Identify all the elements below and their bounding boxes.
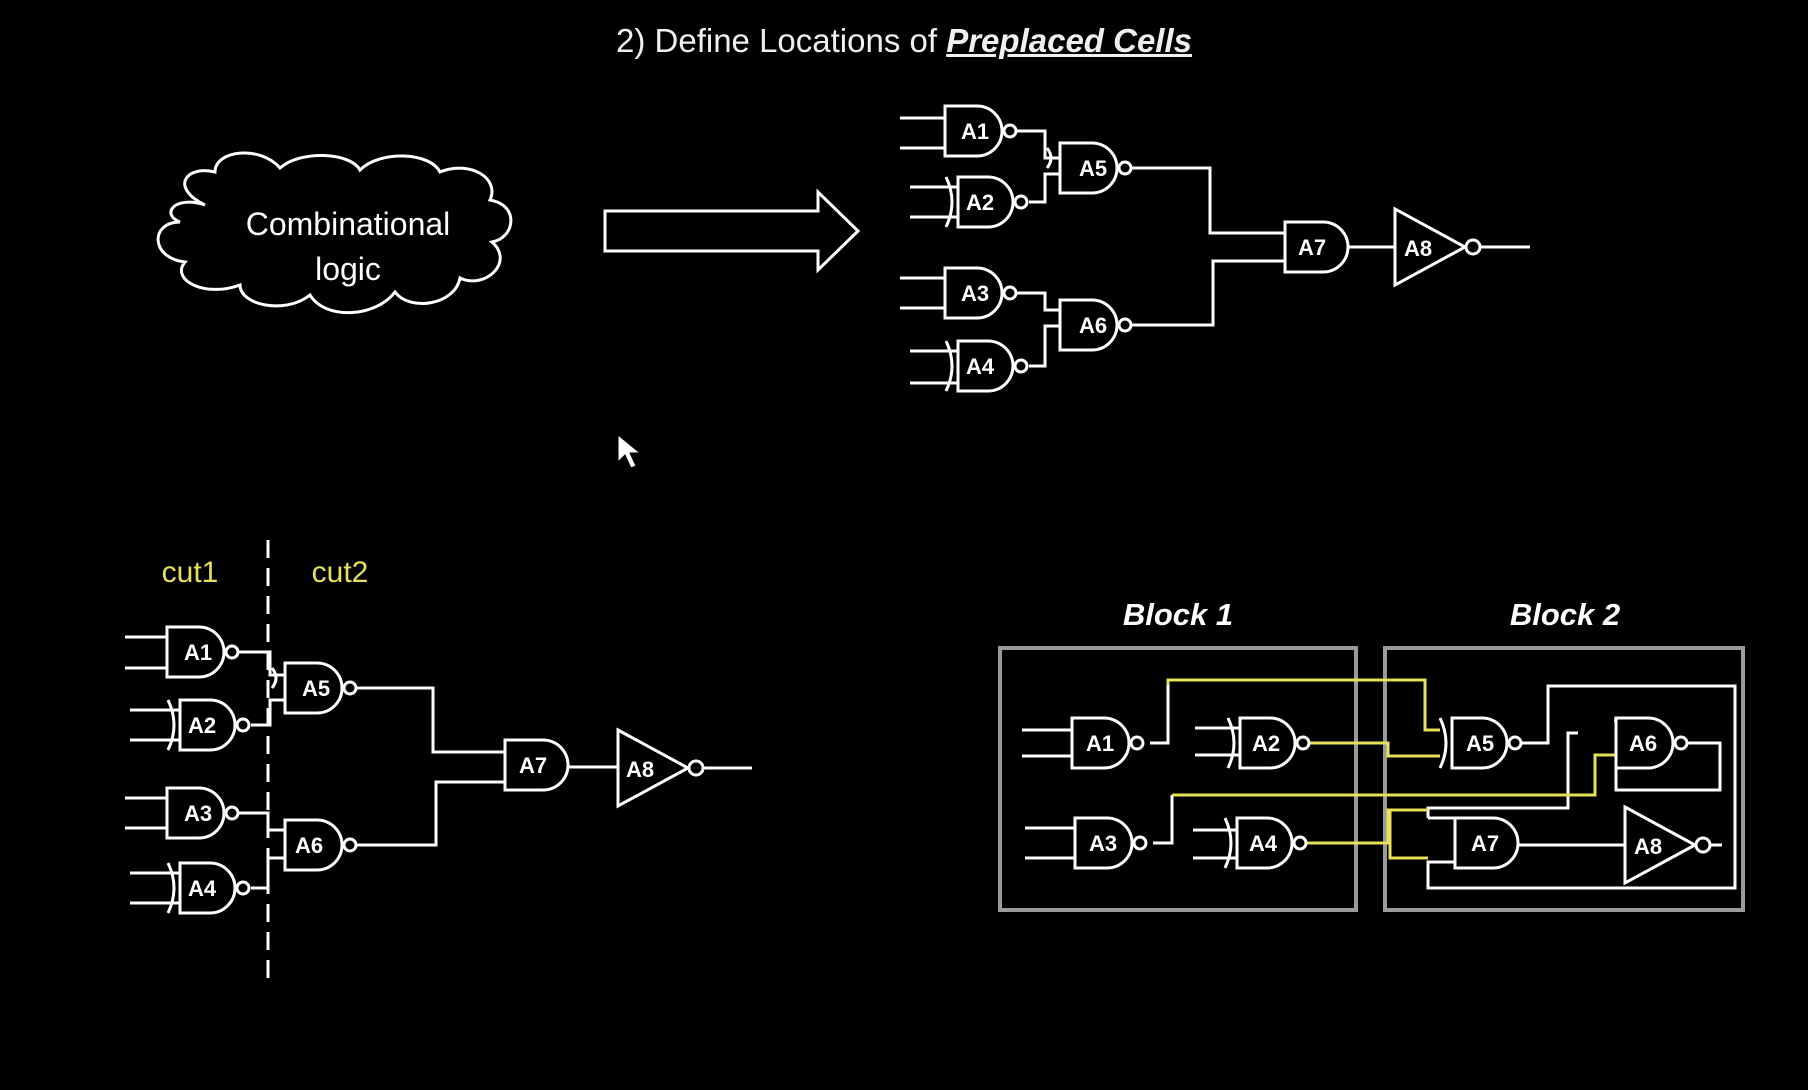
- gate-a3-cut: A3: [165, 786, 240, 840]
- title-emphasis: Preplaced Cells: [946, 22, 1192, 59]
- svg-text:A5: A5: [1466, 731, 1494, 756]
- svg-text:A6: A6: [295, 833, 323, 858]
- gate-a8-cut: A8: [616, 728, 705, 808]
- gate-a1: A1: [943, 104, 1018, 158]
- block-gate-a4: A4: [1223, 816, 1308, 870]
- svg-text:A5: A5: [302, 676, 330, 701]
- svg-text:A8: A8: [626, 757, 654, 782]
- combinational-logic-cloud: Combinational logic: [156, 151, 513, 315]
- block2-box: [1383, 646, 1745, 912]
- svg-text:A4: A4: [1249, 831, 1278, 856]
- svg-text:A6: A6: [1629, 731, 1657, 756]
- svg-text:A7: A7: [519, 753, 547, 778]
- gate-a7: A7: [1283, 220, 1350, 274]
- cut1-label: cut1: [162, 556, 219, 589]
- svg-text:A8: A8: [1404, 236, 1432, 261]
- svg-text:A1: A1: [961, 119, 989, 144]
- title-prefix: 2) Define Locations of: [616, 22, 947, 59]
- svg-text:A1: A1: [184, 640, 212, 665]
- gate-a3: A3: [943, 266, 1018, 320]
- svg-text:A2: A2: [1252, 731, 1280, 756]
- svg-text:A7: A7: [1298, 235, 1326, 260]
- svg-text:A4: A4: [188, 876, 217, 901]
- block-gate-a6: A6: [1614, 716, 1689, 770]
- svg-text:A6: A6: [1079, 313, 1107, 338]
- block-gate-a7: A7: [1453, 816, 1520, 870]
- block2-label: Block 2: [1510, 597, 1620, 632]
- block-gate-a1: A1: [1070, 716, 1145, 770]
- gate-a5-cut: A5: [283, 661, 358, 715]
- block1-label: Block 1: [1123, 597, 1233, 632]
- block-gate-a3: A3: [1073, 816, 1148, 870]
- svg-text:A8: A8: [1634, 834, 1662, 859]
- gate-a6: A6: [1058, 298, 1133, 352]
- block-partition: Block 1 Block 2 A1 A2 A3 A4 A5 A6 A7 A8: [998, 597, 1745, 912]
- gate-a8: A8: [1393, 207, 1482, 287]
- gate-a5: A5: [1058, 141, 1133, 195]
- svg-text:A7: A7: [1471, 831, 1499, 856]
- cloud-label-line2: logic: [315, 251, 381, 287]
- mouse-cursor-icon: [617, 433, 642, 469]
- svg-text:A3: A3: [1089, 831, 1117, 856]
- partitioned-netlist: cut1 cut2 A1 A2 A3 A4 A5 A6 A7 A8: [125, 540, 752, 980]
- svg-text:A2: A2: [188, 713, 216, 738]
- gate-a2-cut: A2: [166, 698, 251, 752]
- gate-a4: A4: [944, 339, 1029, 393]
- cut2-label: cut2: [312, 556, 369, 589]
- right-arrow: [603, 188, 861, 274]
- svg-text:A2: A2: [966, 190, 994, 215]
- cloud-label-line1: Combinational: [246, 206, 451, 242]
- svg-text:A4: A4: [966, 354, 995, 379]
- svg-text:A3: A3: [184, 801, 212, 826]
- svg-text:A1: A1: [1086, 731, 1114, 756]
- gate-a2: A2: [944, 175, 1029, 229]
- block1-box: [998, 646, 1358, 912]
- gate-a7-cut: A7: [503, 738, 570, 792]
- top-netlist: A1 A2 A3 A4 A5 A6 A7 A8: [900, 104, 1530, 393]
- slide-title: 2) Define Locations of Preplaced Cells: [0, 22, 1808, 60]
- block-gate-a8: A8: [1623, 805, 1712, 885]
- gate-a4-cut: A4: [166, 861, 251, 915]
- svg-text:A5: A5: [1079, 156, 1107, 181]
- block-gate-a2: A2: [1226, 716, 1311, 770]
- block-gate-a5: A5: [1438, 716, 1523, 770]
- gate-a6-cut: A6: [283, 818, 358, 872]
- gate-a1-cut: A1: [165, 625, 240, 679]
- svg-text:A3: A3: [961, 281, 989, 306]
